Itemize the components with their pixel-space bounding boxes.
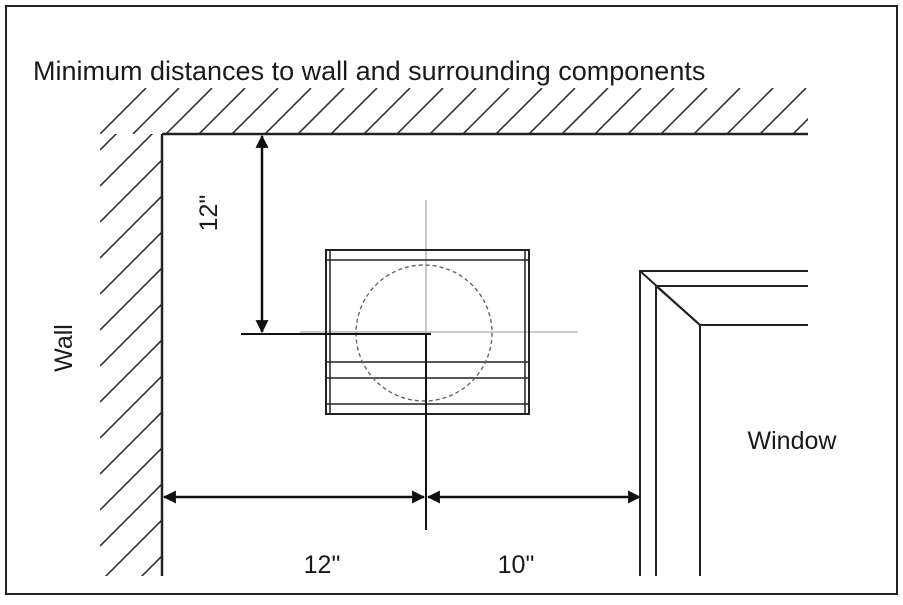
hatch-line (100, 134, 118, 151)
hatch-line (726, 88, 774, 134)
hatch-line (627, 88, 675, 134)
hatch-line (100, 483, 162, 547)
hatch-line (100, 159, 162, 223)
top-clearance-label: 12" (195, 195, 223, 232)
hatch-line (429, 88, 477, 134)
left-clearance-label: 12" (304, 551, 341, 579)
hatch-line (396, 88, 444, 134)
hatch-line (100, 447, 162, 511)
hatch-line (100, 267, 162, 331)
right-clearance-label: 10" (498, 551, 535, 579)
hatch-line (132, 88, 180, 134)
hatch-line (330, 88, 378, 134)
hatch-line (165, 88, 213, 134)
hatch-line (792, 117, 808, 134)
hatch-line (104, 519, 162, 576)
hatch-line (100, 134, 154, 187)
unit-outline (325, 249, 530, 415)
hatch-line (198, 88, 246, 134)
hatch-line (100, 88, 147, 134)
hatch-line (297, 88, 345, 134)
hatch-line (759, 88, 807, 134)
hatch-line (561, 88, 609, 134)
hatch-line (528, 88, 576, 134)
hatch-line (693, 88, 741, 134)
hatch-line (264, 88, 312, 134)
hatch-line (462, 88, 510, 134)
hatch-line (100, 195, 162, 259)
hatch-line (231, 88, 279, 134)
hatch-line (100, 339, 162, 403)
wall-hatching-left (100, 134, 162, 576)
window-label: Window (748, 427, 838, 455)
hatch-line (363, 88, 411, 134)
window-frame (639, 270, 808, 576)
hatch-line (594, 88, 642, 134)
wall-hatching-top (100, 88, 808, 134)
hatch-line (660, 88, 708, 134)
hatch-line (100, 231, 162, 295)
hatch-line (100, 375, 162, 439)
diagram-title: Minimum distances to wall and surroundin… (33, 56, 705, 86)
hatch-line (140, 555, 162, 576)
hatch-line (495, 88, 543, 134)
hatch-line (100, 303, 162, 367)
wall-label: Wall (50, 324, 78, 372)
hatch-line (100, 411, 162, 475)
